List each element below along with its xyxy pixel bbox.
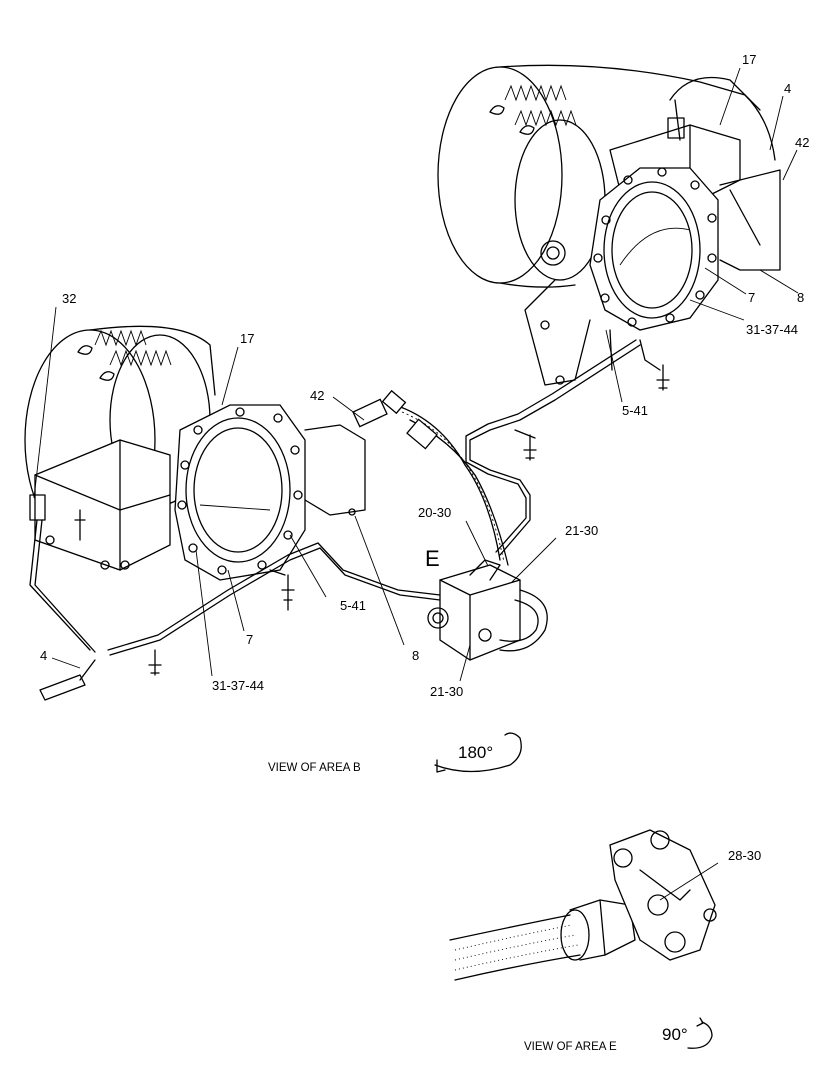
rotate-90-arrow-icon: [687, 1021, 713, 1049]
callout-8-right: 8: [797, 290, 804, 305]
view-area-b-caption: VIEW OF AREA B: [268, 762, 361, 774]
rotation-180-label: 180°: [458, 743, 493, 762]
connecting-tube: [469, 344, 641, 556]
view-e-detail: [449, 829, 717, 981]
upper-right-assembly: [437, 64, 781, 391]
left-assembly: [24, 325, 441, 701]
callout-42-top: 42: [795, 135, 809, 150]
callout-32: 32: [62, 291, 76, 306]
callout-7-left: 7: [246, 632, 253, 647]
callout-21-30-lower: 21-30: [430, 684, 463, 699]
hose-valve-group: [352, 389, 548, 661]
view-e-caption-group: VIEW OF AREA E 90°: [524, 1017, 713, 1053]
callout-17-right: 17: [742, 52, 756, 67]
callout-labels: 32 17 17 4 42 8 7 31-37-44 5-41 42 20-30…: [40, 52, 809, 863]
rotate-180-arrow-icon: [434, 732, 522, 773]
callout-28-30: 28-30: [728, 848, 761, 863]
flange-bolts-left: [177, 407, 303, 575]
callout-21-30-upper: 21-30: [565, 523, 598, 538]
callout-5-41-left: 5-41: [340, 598, 366, 613]
callout-42-mid: 42: [310, 388, 324, 403]
rotation-90-label: 90°: [662, 1025, 688, 1044]
callout-17-left: 17: [240, 331, 254, 346]
callout-31-37-44-right: 31-37-44: [746, 322, 798, 337]
callout-4-left: 4: [40, 648, 47, 663]
callout-e: E: [425, 546, 440, 571]
callout-31-37-44-left: 31-37-44: [212, 678, 264, 693]
callout-8-mid: 8: [412, 648, 419, 663]
callout-7-right: 7: [748, 290, 755, 305]
view-area-e-caption: VIEW OF AREA E: [524, 1041, 617, 1053]
callout-20-30: 20-30: [418, 505, 451, 520]
view-b-caption-group: VIEW OF AREA B 180°: [268, 732, 522, 774]
callout-4-top: 4: [784, 81, 791, 96]
leader-lines: [33, 67, 799, 901]
callout-5-41-right: 5-41: [622, 403, 648, 418]
flange-bolts-right: [593, 167, 717, 327]
